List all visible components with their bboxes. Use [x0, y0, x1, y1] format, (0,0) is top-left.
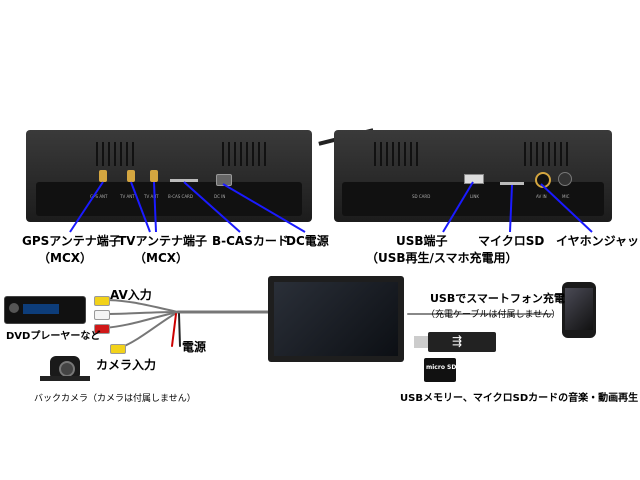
label-tv-antenna-sub: （MCX） — [134, 251, 189, 265]
leader-line — [509, 184, 513, 233]
cable-lead — [119, 311, 179, 349]
label-bcas-card: B-CASカード — [212, 234, 289, 248]
port-mark: LINK — [470, 194, 480, 199]
dvd-player — [4, 296, 86, 324]
label-earphone-jack: イヤホンジャック — [556, 234, 640, 248]
label-back-camera: バックカメラ（カメラは付属しません） — [34, 394, 196, 404]
vent-grille — [524, 142, 568, 166]
leader-line — [183, 181, 241, 233]
leader-line — [540, 183, 593, 233]
power-lead — [178, 313, 181, 347]
mic-jack — [558, 172, 572, 186]
usb-port — [464, 174, 484, 184]
vent-grille — [222, 142, 266, 166]
label-camera-input: カメラ入力 — [96, 358, 157, 372]
label-dvd-player: DVDプレーヤーなど — [6, 331, 101, 342]
label-av-input: AV入力 — [110, 288, 152, 302]
monitor-front — [268, 276, 404, 362]
microsd-slot — [500, 182, 524, 185]
usb-plug — [414, 336, 428, 348]
vent-grille — [96, 142, 134, 166]
bcas-card-slot — [170, 179, 198, 182]
leader-line — [442, 181, 474, 233]
label-gps-antenna-sub: （MCX） — [38, 251, 93, 265]
dvd-display — [23, 304, 59, 314]
monitor-screen — [274, 282, 398, 356]
port-mark: MIC — [562, 194, 570, 199]
label-usb-charge-note: （充電ケーブルは付属しません） — [426, 310, 561, 320]
gps-antenna-port — [99, 170, 107, 182]
leader-line — [222, 183, 306, 233]
label-microsd: マイクロSD — [478, 234, 545, 248]
label-power: 電源 — [182, 340, 207, 354]
port-mark: TV ANT — [144, 194, 159, 199]
smartphone — [562, 282, 596, 338]
leader-line — [130, 181, 151, 233]
camera-mount — [40, 376, 90, 381]
leader-line — [153, 181, 157, 233]
vent-grille — [374, 142, 418, 166]
port-mark: DC IN — [214, 194, 226, 199]
port-strip — [342, 182, 604, 216]
rca-plug-red — [94, 324, 110, 334]
label-dc-power: DC電源 — [286, 234, 329, 248]
camera-lens — [59, 361, 75, 377]
label-usb-port-sub: （USB再生/スマホ充電用） — [366, 251, 518, 265]
label-usb-port: USB端子 — [396, 234, 448, 248]
microsd-logo: micro SD — [426, 364, 457, 371]
port-mark: GPS ANT — [90, 194, 108, 199]
rca-plug-yellow — [94, 296, 110, 306]
port-mark: AV IN — [536, 194, 547, 199]
microsd-card: micro SD — [424, 358, 456, 382]
label-tv-antenna: TVアンテナ端子 — [118, 234, 207, 248]
tv-antenna-port — [127, 170, 135, 182]
rca-plug-white — [94, 310, 110, 320]
usb-memory-stick: ⇶ — [414, 332, 496, 352]
port-mark: B-CAS CARD — [168, 194, 193, 199]
cable-lead — [103, 299, 179, 313]
rca-plug-yellow — [110, 344, 126, 354]
port-mark: SD CARD — [412, 194, 431, 199]
monitor-back-panel-left — [26, 130, 312, 222]
leader-line — [69, 181, 104, 233]
usb-symbol-icon: ⇶ — [452, 334, 463, 348]
label-usb-charge: USBでスマートフォン充電 — [430, 292, 565, 305]
port-strip — [36, 182, 302, 216]
cable-lead — [103, 311, 179, 315]
tv-antenna-port — [150, 170, 158, 182]
phone-screen — [565, 288, 593, 330]
port-mark: TV ANT — [120, 194, 135, 199]
power-lead — [171, 313, 177, 347]
label-media-playback: USBメモリー、マイクロSDカードの音楽・動画再生 — [400, 393, 639, 404]
dvd-knob — [9, 303, 19, 313]
label-gps-antenna: GPSアンテナ端子 — [22, 234, 121, 248]
cable-lead — [103, 311, 179, 329]
